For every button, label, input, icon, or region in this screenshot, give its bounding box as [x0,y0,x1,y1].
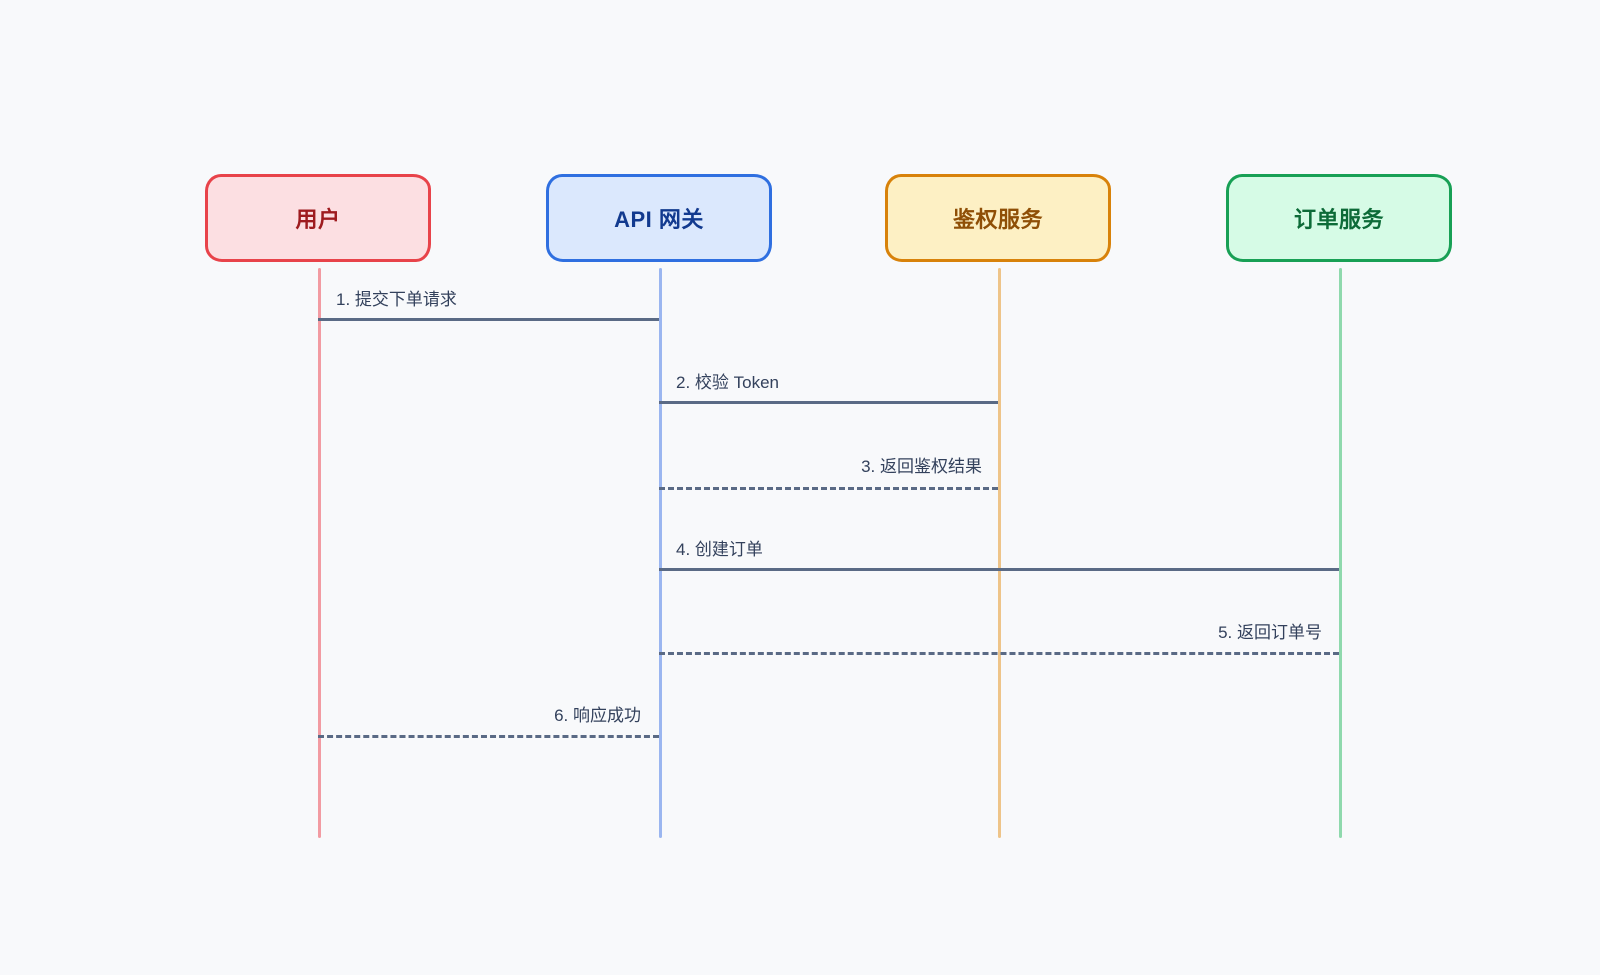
lifeline-order [1339,268,1342,838]
lifeline-auth [998,268,1001,838]
message-line-1[interactable] [318,318,659,321]
lifeline-gateway [659,268,662,838]
participant-auth[interactable]: 鉴权服务 [885,174,1111,262]
participant-order[interactable]: 订单服务 [1226,174,1452,262]
message-label-1: 1. 提交下单请求 [336,290,457,309]
message-line-4[interactable] [659,568,1339,571]
message-label-3: 3. 返回鉴权结果 [861,457,982,476]
participant-gateway-label: API 网关 [614,207,704,232]
participant-auth-label: 鉴权服务 [952,207,1043,232]
lifeline-user [318,268,321,838]
message-label-4: 4. 创建订单 [676,540,763,559]
participant-user-label: 用户 [295,207,341,232]
message-label-6: 6. 响应成功 [554,706,641,725]
message-line-2[interactable] [659,401,998,404]
message-line-3[interactable] [659,487,998,490]
message-line-6[interactable] [318,735,659,738]
message-label-2: 2. 校验 Token [676,373,779,392]
message-label-5: 5. 返回订单号 [1218,623,1322,642]
participant-gateway[interactable]: API 网关 [546,174,772,262]
participant-order-label: 订单服务 [1293,207,1384,232]
participant-user[interactable]: 用户 [205,174,431,262]
message-line-5[interactable] [659,652,1339,655]
